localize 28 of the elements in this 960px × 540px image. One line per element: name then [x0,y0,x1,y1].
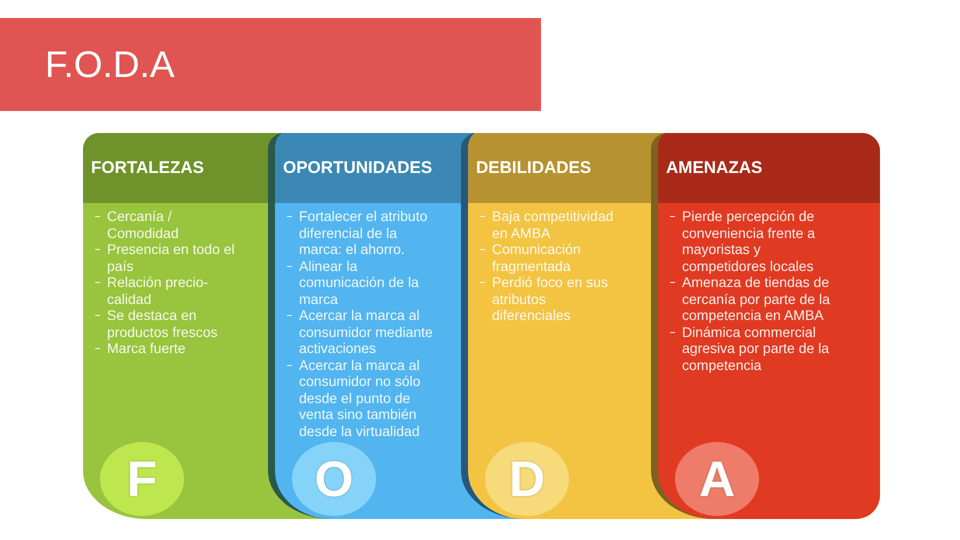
bullet-item: Alinear la comunicación de la marca [285,258,441,307]
bullet-item: Se destaca en productos frescos [93,307,243,340]
bullet-item: Comunicación fragmentada [478,241,628,274]
card-heading: DEBILIDADES [476,158,592,178]
bullet-item: Pierde percepción de conveniencia frente a mayoristas y competidores locales [668,208,834,274]
bullet-item: Relación precio-calidad [93,274,243,307]
bullet-item: Dinámica commercial agresiva por parte de la competencia [668,324,834,373]
bullet-item: Baja competitividad en AMBA [478,208,628,241]
initial-letter: D [508,453,546,505]
card-heading: OPORTUNIDADES [283,158,432,178]
bullet-item: Fortalecer el atributo diferencial de la marca: el ahorro. [285,208,441,258]
bullet-item: Cercanía / Comodidad [93,208,243,241]
bullet-item: Amenaza de tiendas de cercanía por parte de la competencia en AMBA [668,274,834,324]
initial-letter: O [314,453,354,505]
category-card [268,133,461,519]
bullet-item: Perdió foco en sus atributos diferenciales [478,274,628,324]
title: F.O.D.A [45,44,175,86]
initial-letter: A [698,453,736,505]
card-heading: FORTALEZAS [91,158,204,178]
card-heading: AMENAZAS [666,158,762,178]
initial-letter: F [126,453,158,505]
bullet-item: Marca fuerte [93,340,243,356]
category-card [83,133,268,519]
bullet-item: Acercar la marca al consumidor mediante activaciones [285,307,441,356]
bullet-item: Presencia en todo el país [93,241,243,274]
bullet-item: Acercar la marca al consumidor no sólo desde el punto de venta sino también desde la virtualidad [285,356,441,439]
category-card [651,133,880,519]
category-card [461,133,651,519]
